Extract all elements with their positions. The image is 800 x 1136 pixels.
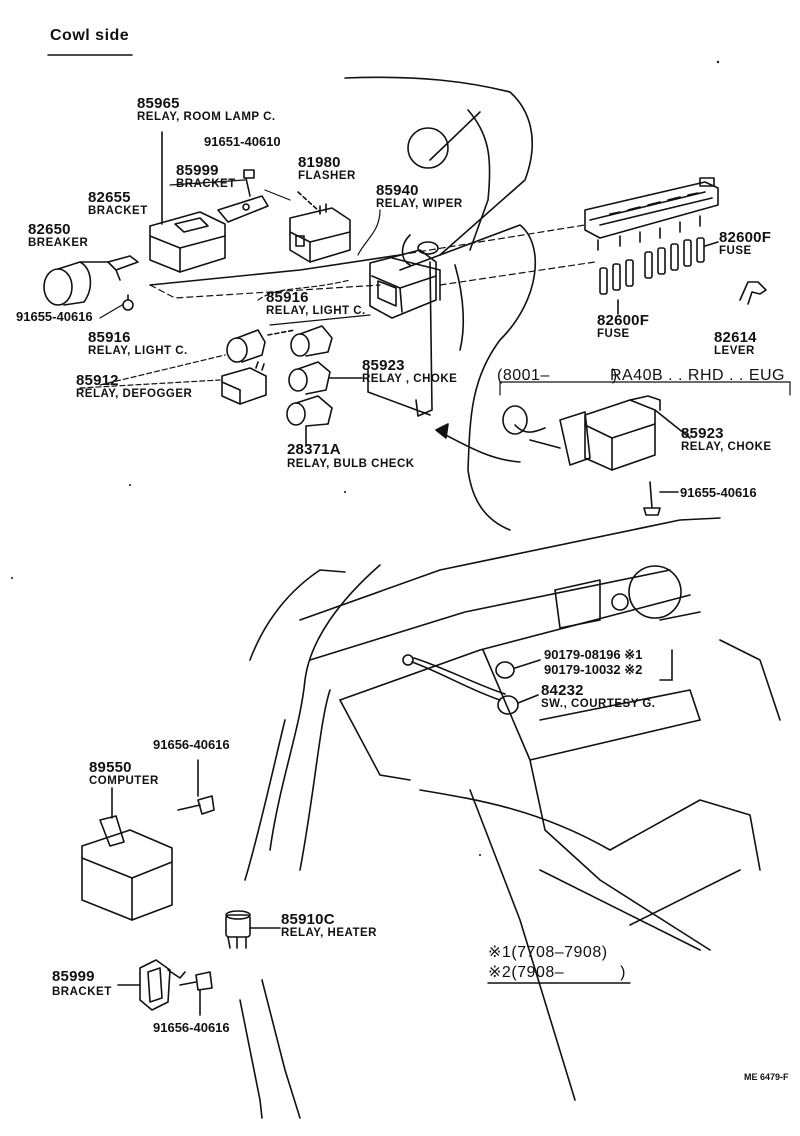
note-1-mark: ※1 [488, 944, 512, 961]
callout-85916-a-part: 85916 [266, 289, 309, 306]
variant-range-close: ) [611, 367, 618, 384]
callout-91656-upper-part: 91656-40616 [153, 737, 230, 752]
room-lamp-relay-drawing [149, 131, 226, 273]
callout-91651-part: 91651-40610 [204, 134, 281, 149]
note-2-text: (7908– [511, 964, 565, 981]
callout-85916-b-part: 85916 [88, 329, 131, 346]
callout-85999-lower-name: BRACKET [52, 986, 112, 998]
leader-lines-upper [79, 179, 596, 389]
fuses-drawing [599, 237, 719, 315]
relay-wiper-drawing [369, 249, 437, 319]
callout-91655-left-part: 91655-40616 [16, 309, 93, 324]
bolt-91655-right-drawing [643, 481, 679, 516]
callout-85940-part: 85940 [376, 182, 419, 199]
footer-code: ME 6479-F [744, 1072, 789, 1082]
note-1: ※1(7708–7908) [488, 945, 608, 961]
callout-85912-name: RELAY, DEFOGGER [76, 388, 193, 400]
variant-range-open: (8001– [497, 367, 550, 384]
a-pillar-drawing [239, 564, 381, 1119]
note-2-close: ) [620, 964, 626, 981]
fuse-block-drawing [584, 177, 719, 251]
callout-82600f-upper-name: FUSE [719, 245, 752, 257]
section-heading: Cowl side [50, 27, 130, 44]
callout-85923-cowl-name: RELAY , CHOKE [362, 373, 458, 385]
callout-85965-name: RELAY, ROOM LAMP C. [137, 111, 276, 123]
callout-81980-name: FLASHER [298, 170, 356, 182]
callout-85916-a-name: RELAY, LIGHT C. [266, 305, 366, 317]
heater-relay-drawing [225, 910, 281, 949]
callout-85910c-name: RELAY, HEATER [281, 927, 377, 939]
callout-82655-part: 82655 [88, 189, 131, 206]
callout-90179-08196-part: 90179-08196 ※1 [544, 648, 642, 661]
callout-90179-10032-number: 90179-10032 [544, 662, 621, 677]
bulb-check-relay-drawing [286, 395, 333, 446]
callout-85999-upper-name: BRACKET [176, 178, 236, 190]
callout-82614-name: LEVER [714, 345, 755, 357]
callout-91656-lower-part: 91656-40616 [153, 1020, 230, 1035]
callout-85916-b-name: RELAY, LIGHT C. [88, 345, 188, 357]
bracket-upper-drawing [217, 169, 269, 223]
callout-90179-08196-number: 90179-08196 [544, 647, 621, 662]
choke-relay-drawing [288, 361, 363, 395]
defogger-relay-drawing [221, 361, 267, 405]
callout-84232-name: SW., COURTESY G. [541, 698, 656, 710]
callout-85910c-part: 85910C [281, 911, 335, 928]
callout-82614-part: 82614 [714, 329, 757, 346]
callout-81980-part: 81980 [298, 154, 341, 171]
bolt-91656-upper-drawing [177, 759, 215, 815]
flasher-drawing [289, 191, 351, 263]
note-2: ※2(7908–) [488, 965, 626, 981]
computer-drawing [81, 787, 173, 921]
callout-90179-10032-note: ※2 [624, 662, 643, 677]
callout-82600f-lower-part: 82600F [597, 312, 650, 329]
callout-85923-variant-name: RELAY, CHOKE [681, 441, 772, 453]
callout-82600f-lower-name: FUSE [597, 328, 630, 340]
callout-85940-name: RELAY, WIPER [376, 198, 463, 210]
callout-90179-10032-part: 90179-10032 ※2 [544, 663, 642, 676]
callout-91655-right-part: 91655-40616 [680, 485, 757, 500]
callout-28371a-name: RELAY, BULB CHECK [287, 458, 415, 470]
callout-85912-part: 85912 [76, 372, 119, 389]
lower-dashboard-drawing [249, 517, 781, 1101]
callout-85999-upper-part: 85999 [176, 162, 219, 179]
lever-drawing [739, 281, 767, 305]
choke-relay-variant-drawing [502, 395, 691, 471]
variant-range: (8001–) [497, 368, 618, 384]
breaker-drawing [43, 255, 139, 311]
note-2-mark: ※2 [488, 964, 512, 981]
callout-89550-name: COMPUTER [89, 775, 159, 787]
callout-85965-part: 85965 [137, 95, 180, 112]
callout-82655-name: BRACKET [88, 205, 148, 217]
courtesy-switch-drawing [402, 649, 673, 715]
note-1-text: (7708–7908) [511, 944, 608, 961]
variant-spec: RA40B . . RHD . . EUG [610, 367, 785, 384]
light-c-relays-drawing [226, 325, 333, 363]
arrow-drawing [435, 423, 521, 463]
cowl-panel-drawing [149, 76, 537, 531]
callout-82650-part: 82650 [28, 221, 71, 238]
bracket-lower-drawing [117, 959, 213, 1016]
callout-28371a-part: 28371A [287, 441, 341, 458]
callout-82600f-upper-part: 82600F [719, 229, 772, 246]
callout-82650-name: BREAKER [28, 237, 89, 249]
callout-90179-08196-note: ※1 [624, 647, 643, 662]
callout-85999-lower-part: 85999 [52, 968, 95, 985]
callout-89550-part: 89550 [89, 759, 132, 776]
callout-84232-part: 84232 [541, 682, 584, 699]
callout-85923-cowl-part: 85923 [362, 357, 405, 374]
callout-85923-variant-part: 85923 [681, 425, 724, 442]
